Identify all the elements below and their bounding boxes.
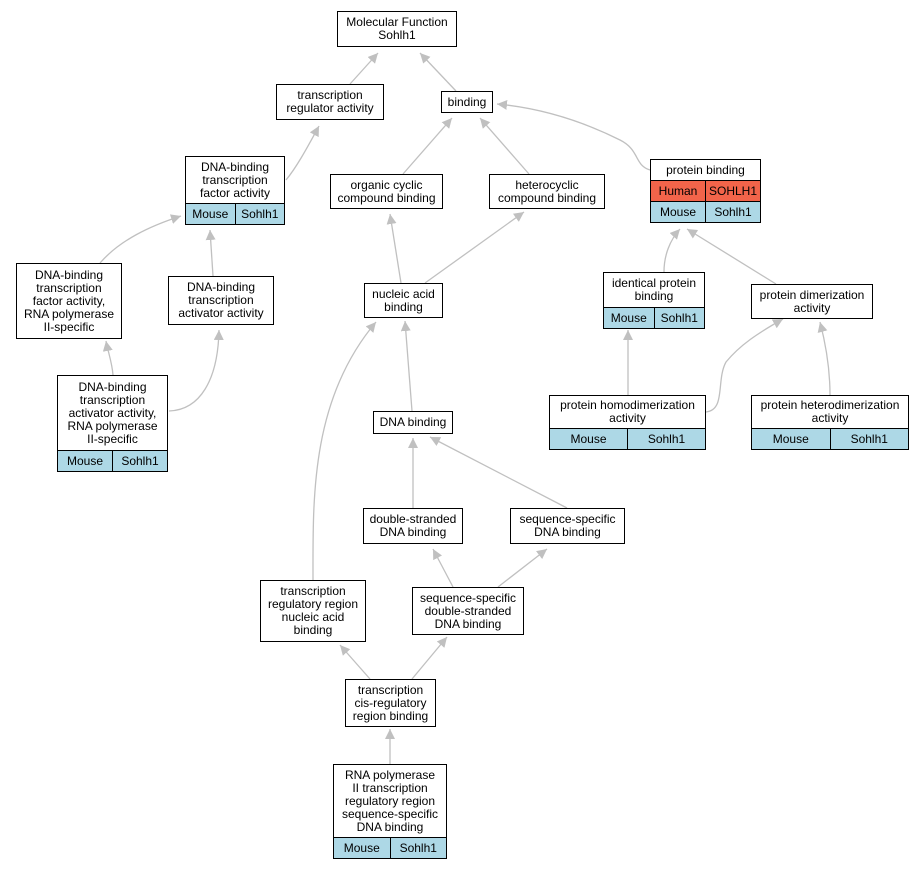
edge-dnab-to-nab <box>400 320 413 412</box>
node-mf[interactable]: Molecular Function Sohlh1 <box>337 11 457 47</box>
node-label: protein heterodimerization activity <box>760 398 900 425</box>
node-occb[interactable]: organic cyclic compound binding <box>330 174 443 209</box>
edge-nab-to-hcb <box>424 211 525 284</box>
species-cell: Human <box>651 181 705 201</box>
node-label: sequence-specific DNA binding <box>519 512 616 539</box>
node-label: protein dimerization activity <box>759 287 865 315</box>
edge-tcrrb-to-trrnab <box>339 644 371 680</box>
edge-pb-to-binding <box>496 99 651 171</box>
node-label: RNA polymerase II transcription regulato… <box>341 767 439 834</box>
node-ssdna[interactable]: sequence-specific DNA binding <box>510 508 625 544</box>
node-hcb[interactable]: heterocyclic compound binding <box>489 174 605 209</box>
node-label: transcription cis-regulatory region bind… <box>352 682 429 723</box>
edge-occb-to-binding <box>402 117 453 175</box>
node-trrnab[interactable]: transcription regulatory region nucleic … <box>260 580 366 642</box>
node-label: identical protein binding <box>611 276 697 303</box>
edge-tra-to-mf <box>349 52 379 85</box>
edge-pda-to-pb <box>686 228 777 285</box>
node-label: heterocyclic compound binding <box>497 177 597 205</box>
edge-ssdna-to-dnab <box>429 436 568 509</box>
node-label: DNA-binding transcription factor activit… <box>199 159 271 200</box>
node-dsdna[interactable]: double-stranded DNA binding <box>363 508 463 544</box>
edge-ssdsdna-to-dsdna <box>432 548 454 588</box>
species-cell: Mouse <box>186 204 235 224</box>
node-tra[interactable]: transcription regulator activity <box>276 84 384 120</box>
node-label: nucleic acid binding <box>372 286 435 314</box>
node-dbtfa[interactable]: DNA-binding transcription factor activit… <box>185 156 285 225</box>
gene-cell: Sohlh1 <box>234 204 284 224</box>
edge-ipb-to-pb <box>663 228 681 273</box>
edge-dbtfa_pol2-to-dbtfa <box>99 214 182 264</box>
node-pda[interactable]: protein dimerization activity <box>751 284 873 319</box>
species-cell: Mouse <box>58 451 112 471</box>
edge-phetero-to-pda <box>817 321 831 396</box>
gene-cell: Sohlh1 <box>705 202 760 222</box>
species-cell: Mouse <box>651 202 705 222</box>
gene-cell: Sohlh1 <box>829 429 908 449</box>
node-label: DNA binding <box>379 415 447 429</box>
edge-dbtaa_pol2-to-dbtaa <box>168 329 224 412</box>
node-label: transcription regulatory region nucleic … <box>267 584 359 637</box>
node-tcrrb[interactable]: transcription cis-regulatory region bind… <box>345 679 436 727</box>
node-dnab[interactable]: DNA binding <box>373 411 453 434</box>
node-label: binding <box>447 94 487 109</box>
edge-hcb-to-binding <box>479 117 530 175</box>
gene-cell: Sohlh1 <box>112 451 167 471</box>
gene-cell: SOHLH1 <box>705 181 760 201</box>
node-ssdsdna[interactable]: sequence-specific double-stranded DNA bi… <box>412 587 524 635</box>
node-nab[interactable]: nucleic acid binding <box>364 283 443 318</box>
gene-cell: Sohlh1 <box>653 308 704 328</box>
edge-phomo-to-pda <box>705 318 784 413</box>
edge-dbtaa_pol2-to-dbtfa_pol2 <box>102 340 114 376</box>
node-label: double-stranded DNA binding <box>369 512 457 539</box>
node-binding[interactable]: binding <box>441 91 493 113</box>
node-label: organic cyclic compound binding <box>337 177 436 205</box>
node-label: protein binding <box>666 162 745 177</box>
edge-nab-to-occb <box>386 213 402 284</box>
gene-cell: Sohlh1 <box>389 838 446 858</box>
edge-dbtfa-to-tra <box>285 125 320 181</box>
node-label: protein homodimerization activity <box>560 398 695 425</box>
gene-cell: Sohlh1 <box>627 429 705 449</box>
species-cell: Mouse <box>752 429 830 449</box>
node-dbtaa-pol2[interactable]: DNA-binding transcription activator acti… <box>57 375 168 472</box>
edge-binding-to-mf <box>419 52 457 92</box>
node-dbtfa-pol2[interactable]: DNA-binding transcription factor activit… <box>16 263 122 339</box>
edge-ssdsdna-to-ssdna <box>497 548 548 588</box>
node-label: Molecular Function Sohlh1 <box>346 15 448 42</box>
node-label: DNA-binding transcription activator acti… <box>67 379 158 446</box>
edge-trrnab-to-nab <box>312 321 377 581</box>
node-label: transcription regulator activity <box>286 88 374 115</box>
node-pol2trr[interactable]: RNA polymerase II transcription regulato… <box>333 764 447 859</box>
edge-dbtaa-to-dbtfa <box>205 229 216 277</box>
node-label: DNA-binding transcription activator acti… <box>178 280 264 320</box>
species-cell: Mouse <box>604 308 654 328</box>
species-cell: Mouse <box>334 838 390 858</box>
edge-tcrrb-to-ssdsdna <box>411 636 448 680</box>
node-label: DNA-binding transcription factor activit… <box>23 267 115 334</box>
species-cell: Mouse <box>550 429 627 449</box>
node-label: sequence-specific double-stranded DNA bi… <box>419 590 517 631</box>
node-dbtaa[interactable]: DNA-binding transcription activator acti… <box>168 276 274 325</box>
